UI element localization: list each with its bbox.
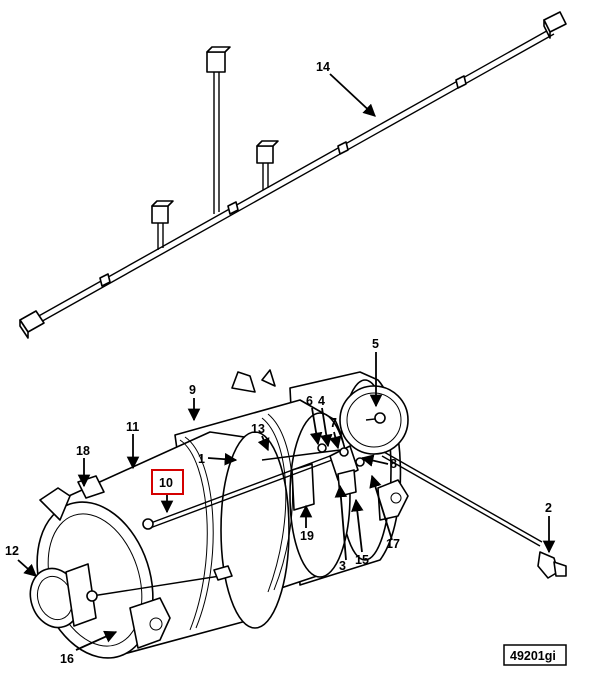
callout-12: 12 <box>5 544 19 558</box>
callout-16: 16 <box>60 652 74 666</box>
callout-6: 6 <box>306 394 313 408</box>
callout-9: 9 <box>189 383 196 397</box>
callout-15: 15 <box>355 553 369 567</box>
harness-clips <box>99 75 467 287</box>
sensor-lead-connector <box>537 551 567 579</box>
callout-7: 7 <box>330 416 337 430</box>
callout-10: 10 <box>159 476 173 490</box>
callout-4: 4 <box>318 394 325 408</box>
callout-14: 14 <box>316 60 330 74</box>
harness-connector-mid <box>256 140 279 164</box>
aftertreatment-canister <box>29 369 567 659</box>
callout-11: 11 <box>126 420 139 434</box>
outlet-ring <box>339 385 409 455</box>
callout-17: 17 <box>386 537 400 551</box>
callout-19: 19 <box>300 529 314 543</box>
callout-18: 18 <box>76 444 90 458</box>
figure-reference-id: 49201gi <box>510 649 556 663</box>
wiring-harness <box>19 11 567 339</box>
callout-5: 5 <box>372 337 379 351</box>
callout-labels: 14 5 9 6 4 7 8 13 1 11 18 12 16 3 15 17 … <box>5 60 552 666</box>
harness-connector-left <box>19 310 45 339</box>
harness-connector-low <box>151 200 174 224</box>
callout-13: 13 <box>251 422 265 436</box>
callout-arrows <box>17 73 556 651</box>
callout-2: 2 <box>545 501 552 515</box>
callout-10-highlight-box <box>151 469 184 495</box>
figure-reference: 49201gi <box>503 644 567 666</box>
callout-3: 3 <box>339 559 346 573</box>
harness-connector-right <box>543 11 567 39</box>
callout-8: 8 <box>390 457 397 471</box>
harness-connector-top <box>206 46 231 73</box>
callout-1: 1 <box>198 452 205 466</box>
